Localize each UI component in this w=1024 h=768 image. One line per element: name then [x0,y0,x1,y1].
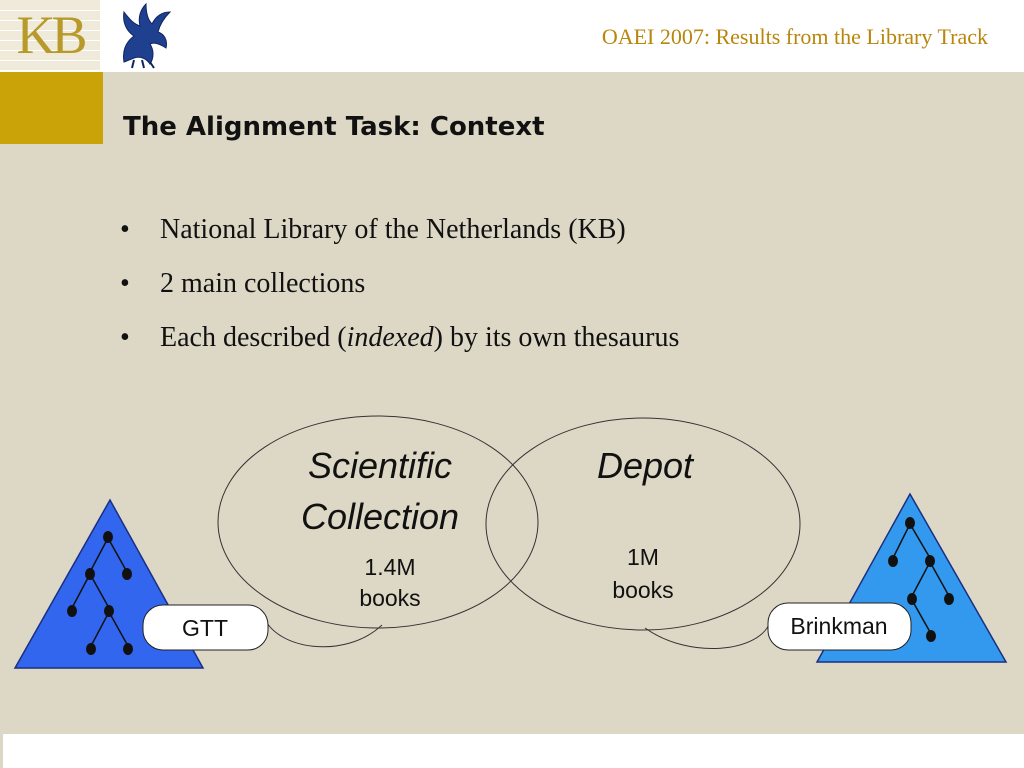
scientific-collection-size-unit: books [359,585,420,611]
bullet-item: • Each described (indexed) by its own the… [120,318,679,372]
scientific-collection-name-line2: Collection [301,496,459,537]
brinkman-connector [644,621,771,650]
brinkman-label-box [767,602,912,651]
scientific-collection-ellipse [217,415,539,629]
depot-collection-size-unit: books [612,577,673,603]
bullet-emphasis: indexed [346,322,434,353]
griffin-logo-icon [123,2,172,69]
slide-title: The Alignment Task: Context [123,112,545,142]
gtt-tree-nodes [67,531,133,655]
bullet-marker: • [120,214,130,245]
bullet-item: • National Library of the Netherlands (KB… [120,210,679,264]
gtt-label-box [142,604,269,651]
gtt-label: GTT [182,615,228,641]
footer-rule [0,734,3,768]
bullet-text: 2 main collections [160,268,366,299]
gtt-connector [262,614,383,648]
depot-collection-name: Depot [597,445,695,486]
kb-logo-text: KB [16,5,87,65]
accent-square [0,72,103,144]
brinkman-tree-icon [892,523,950,633]
bullet-marker: • [120,268,130,299]
depot-collection-size-value: 1M [627,544,659,570]
footer-strip [0,734,1024,768]
bullet-text-end: ) by its own thesaurus [433,322,680,353]
gtt-tree-icon [71,537,129,647]
bullet-marker: • [120,322,130,353]
brinkman-label: Brinkman [790,613,887,639]
bullet-list: • National Library of the Netherlands (KB… [120,210,679,372]
bullet-text: National Library of the Netherlands (KB) [160,214,626,245]
scientific-collection-name-line1: Scientific [308,445,452,486]
bullet-item: • 2 main collections [120,264,679,318]
depot-collection-ellipse [485,417,801,631]
header-title: OAEI 2007: Results from the Library Trac… [601,24,988,49]
scientific-collection-size-value: 1.4M [364,554,415,580]
kb-logo-icon: KB [0,0,100,70]
bullet-text: Each described ( [160,322,347,353]
brinkman-tree-nodes [888,517,954,642]
